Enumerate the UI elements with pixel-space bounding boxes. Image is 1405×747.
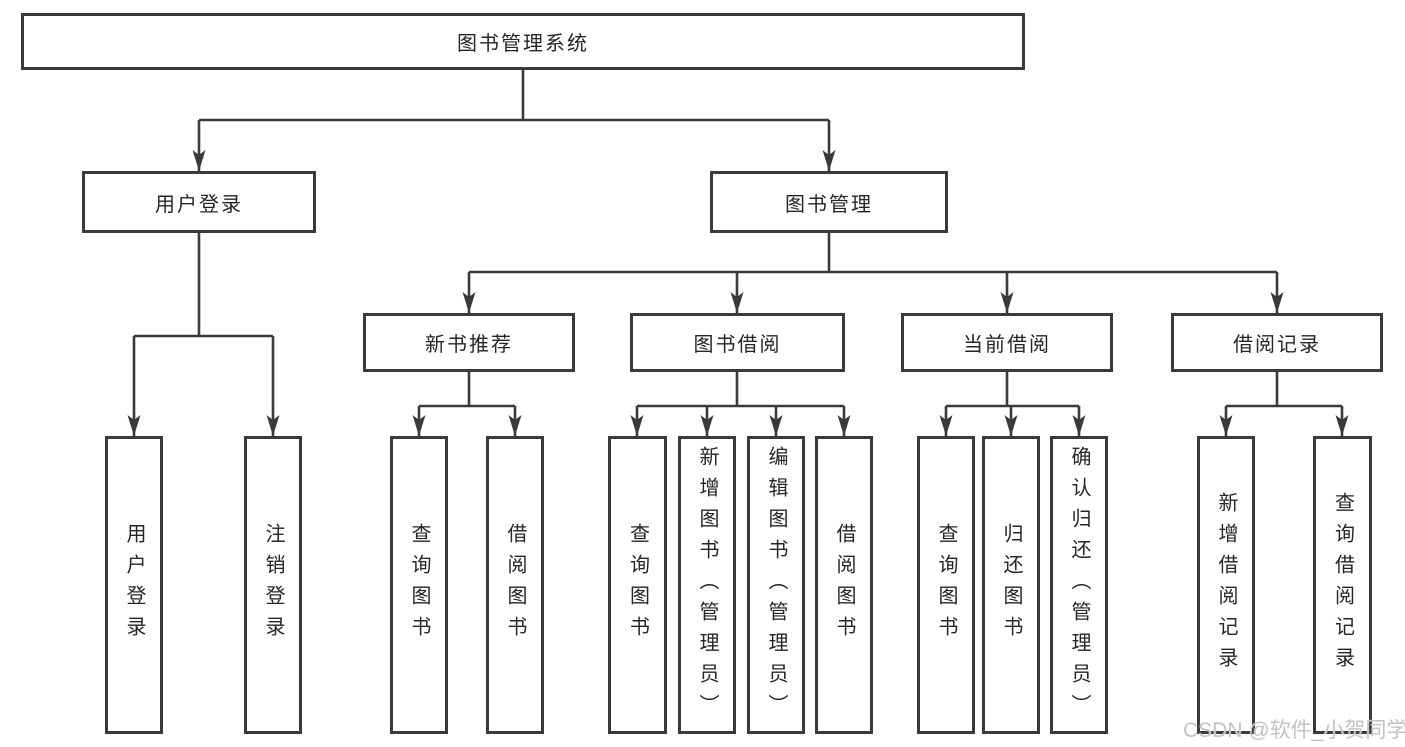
leaf-add-books-admin: 新增图书（管理员）	[678, 436, 736, 734]
leaf-logout: 注销登录	[244, 436, 302, 734]
connector-new-book-recommend-to-leaves	[412, 372, 522, 436]
leaf-confirm-return-admin: 确认归还（管理员）	[1050, 436, 1108, 734]
leaf-add-borrow-record: 新增借阅记录	[1197, 436, 1255, 734]
node-label: 编辑图书（管理员）	[765, 445, 787, 725]
connector-book-management-to-level3	[462, 233, 1284, 313]
leaf-user-login: 用户登录	[105, 436, 163, 734]
node-label: 新增借阅记录	[1215, 492, 1237, 678]
connector-borrowing-records-to-leaves	[1219, 372, 1349, 436]
node-label: 查询图书	[935, 523, 957, 647]
leaf-edit-books-admin: 编辑图书（管理员）	[747, 436, 805, 734]
leaf-return-books: 归还图书	[982, 436, 1040, 734]
node-label: 用户登录	[155, 193, 243, 216]
connector-current-borrowing-to-leaves	[939, 372, 1086, 436]
connector-book-borrowing-to-leaves	[630, 372, 851, 436]
connector-user-login-to-leaves	[127, 233, 280, 436]
node-label: 查询借阅记录	[1331, 492, 1354, 678]
node-label: 用户登录	[123, 523, 145, 647]
node-label: 新增图书（管理员）	[696, 445, 718, 725]
node-label: 归还图书	[1000, 523, 1022, 647]
node-label: 借阅记录	[1233, 334, 1321, 356]
leaf-query-books-borrowing: 查询图书	[608, 436, 667, 734]
node-user-login: 用户登录	[82, 171, 316, 233]
node-new-book-recommend: 新书推荐	[363, 313, 575, 372]
leaf-query-books-current: 查询图书	[917, 436, 975, 734]
node-book-management: 图书管理	[710, 171, 948, 233]
node-label: 确认归还（管理员）	[1068, 445, 1090, 725]
node-label: 图书管理	[785, 193, 873, 216]
node-label: 新书推荐	[425, 334, 513, 356]
node-label: 图书借阅	[693, 334, 782, 356]
node-label: 当前借阅	[963, 334, 1051, 356]
leaf-query-borrow-record: 查询借阅记录	[1313, 436, 1372, 734]
node-label: 查询图书	[408, 523, 430, 647]
connector-root-to-level2	[192, 70, 836, 171]
node-borrowing-records: 借阅记录	[1171, 313, 1383, 372]
csdn-watermark: CSDN @软件_小贺同学	[1183, 719, 1405, 742]
node-label: 注销登录	[262, 523, 284, 647]
node-root-library-management-system: 图书管理系统	[21, 13, 1025, 70]
node-label: 图书管理系统	[457, 33, 589, 55]
leaf-borrow-books: 借阅图书	[815, 436, 873, 734]
node-book-borrowing: 图书借阅	[630, 313, 845, 372]
node-label: 借阅图书	[504, 523, 526, 647]
leaf-query-books-recommend: 查询图书	[390, 436, 448, 734]
leaf-borrow-books-recommend: 借阅图书	[486, 436, 544, 734]
node-label: 借阅图书	[833, 523, 855, 647]
node-label: 查询图书	[626, 523, 649, 647]
node-current-borrowing: 当前借阅	[901, 313, 1113, 372]
